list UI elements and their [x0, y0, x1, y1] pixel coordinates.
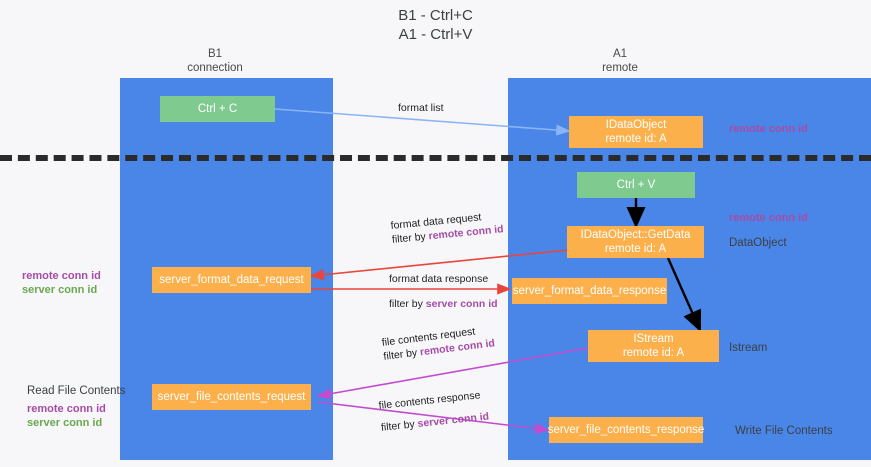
filter-prefix: filter by: [389, 298, 426, 310]
node-server-file-contents-response-label: server_file_contents_response: [547, 424, 705, 436]
node-server-format-data-response-label: server_format_data_response: [512, 285, 667, 297]
node-idataobject-line1: IDataObject: [605, 119, 667, 131]
node-istream[interactable]: IStream remote id: A: [588, 330, 719, 362]
edge-label-format-data-response-filter: filter by server conn id: [389, 297, 498, 311]
node-ctrl-c[interactable]: Ctrl + C: [160, 96, 275, 122]
filter-prefix: filter by: [380, 418, 419, 434]
node-server-format-data-request-label: server_format_data_request: [159, 274, 304, 286]
lane-header-a1-name: A1: [612, 48, 628, 60]
filter-key-server-conn-id: server conn id: [425, 298, 498, 310]
edge-label-file-contents-response-filter: filter by server conn id: [380, 410, 489, 435]
edge-label-format-list: format list: [398, 101, 444, 115]
annotation-istream: Istream: [729, 342, 768, 354]
filter-key-server-conn-id: server conn id: [416, 410, 490, 430]
lane-header-b1: B1 connection: [140, 47, 290, 75]
title-line-2: A1 - Ctrl+V: [398, 26, 473, 43]
edge-label-file-contents-response: file contents response filter by server …: [378, 388, 490, 435]
node-idataobject-getdata[interactable]: IDataObject::GetData remote id: A: [567, 226, 704, 258]
filter-prefix: filter by: [382, 346, 421, 363]
edge-label-format-data-response: format data response filter by server co…: [389, 272, 498, 311]
node-server-file-contents-request-label: server_file_contents_request: [157, 391, 306, 403]
filter-prefix: filter by: [391, 230, 430, 246]
title-line-1: B1 - Ctrl+C: [398, 7, 473, 24]
node-ctrl-v-label: Ctrl + V: [616, 179, 656, 191]
annotation-remote-conn-id-top: remote conn id: [729, 123, 808, 135]
edge-label-file-contents-request: file contents request filter by remote c…: [381, 322, 496, 363]
annotation-left-remote-conn-id: remote conn id: [22, 270, 101, 282]
node-idataobject[interactable]: IDataObject remote id: A: [569, 116, 703, 148]
lane-header-b1-name: B1: [207, 48, 223, 60]
phase-divider: [0, 155, 871, 161]
node-ctrl-c-label: Ctrl + C: [197, 103, 238, 115]
node-ctrl-v[interactable]: Ctrl + V: [577, 172, 695, 198]
edge-label-format-data-request: format data request filter by remote con…: [390, 208, 504, 247]
node-server-format-data-response[interactable]: server_format_data_response: [512, 278, 667, 304]
lane-header-b1-role: connection: [187, 62, 243, 74]
annotation-left-server-conn-id-2: server conn id: [27, 417, 103, 429]
annotation-write-file-contents: Write File Contents: [735, 425, 833, 437]
annotation-left-server-conn-id: server conn id: [22, 284, 98, 296]
annotation-dataobject: DataObject: [729, 237, 787, 249]
lane-header-a1-role: remote: [602, 62, 638, 74]
edge-label-format-data-response-text: format data response: [389, 273, 489, 285]
node-server-format-data-request[interactable]: server_format_data_request: [152, 267, 311, 293]
edge-label-format-list-text: format list: [398, 102, 444, 114]
node-istream-line2: remote id: A: [622, 347, 685, 359]
node-istream-line1: IStream: [633, 333, 674, 345]
annotation-left-remote-conn-id-2: remote conn id: [27, 403, 106, 415]
node-server-file-contents-request[interactable]: server_file_contents_request: [152, 384, 311, 410]
lane-header-a1: A1 remote: [545, 47, 695, 75]
node-getdata-line2: remote id: A: [604, 243, 667, 255]
node-server-file-contents-response[interactable]: server_file_contents_response: [547, 417, 705, 443]
diagram-title: B1 - Ctrl+C A1 - Ctrl+V: [0, 6, 871, 44]
annotation-remote-conn-id-mid: remote conn id: [729, 212, 808, 224]
node-idataobject-line2: remote id: A: [605, 133, 667, 145]
annotation-read-file-contents: Read File Contents: [27, 385, 126, 397]
node-getdata-line1: IDataObject::GetData: [580, 229, 691, 241]
edge-label-file-contents-response-text: file contents response: [378, 389, 481, 412]
